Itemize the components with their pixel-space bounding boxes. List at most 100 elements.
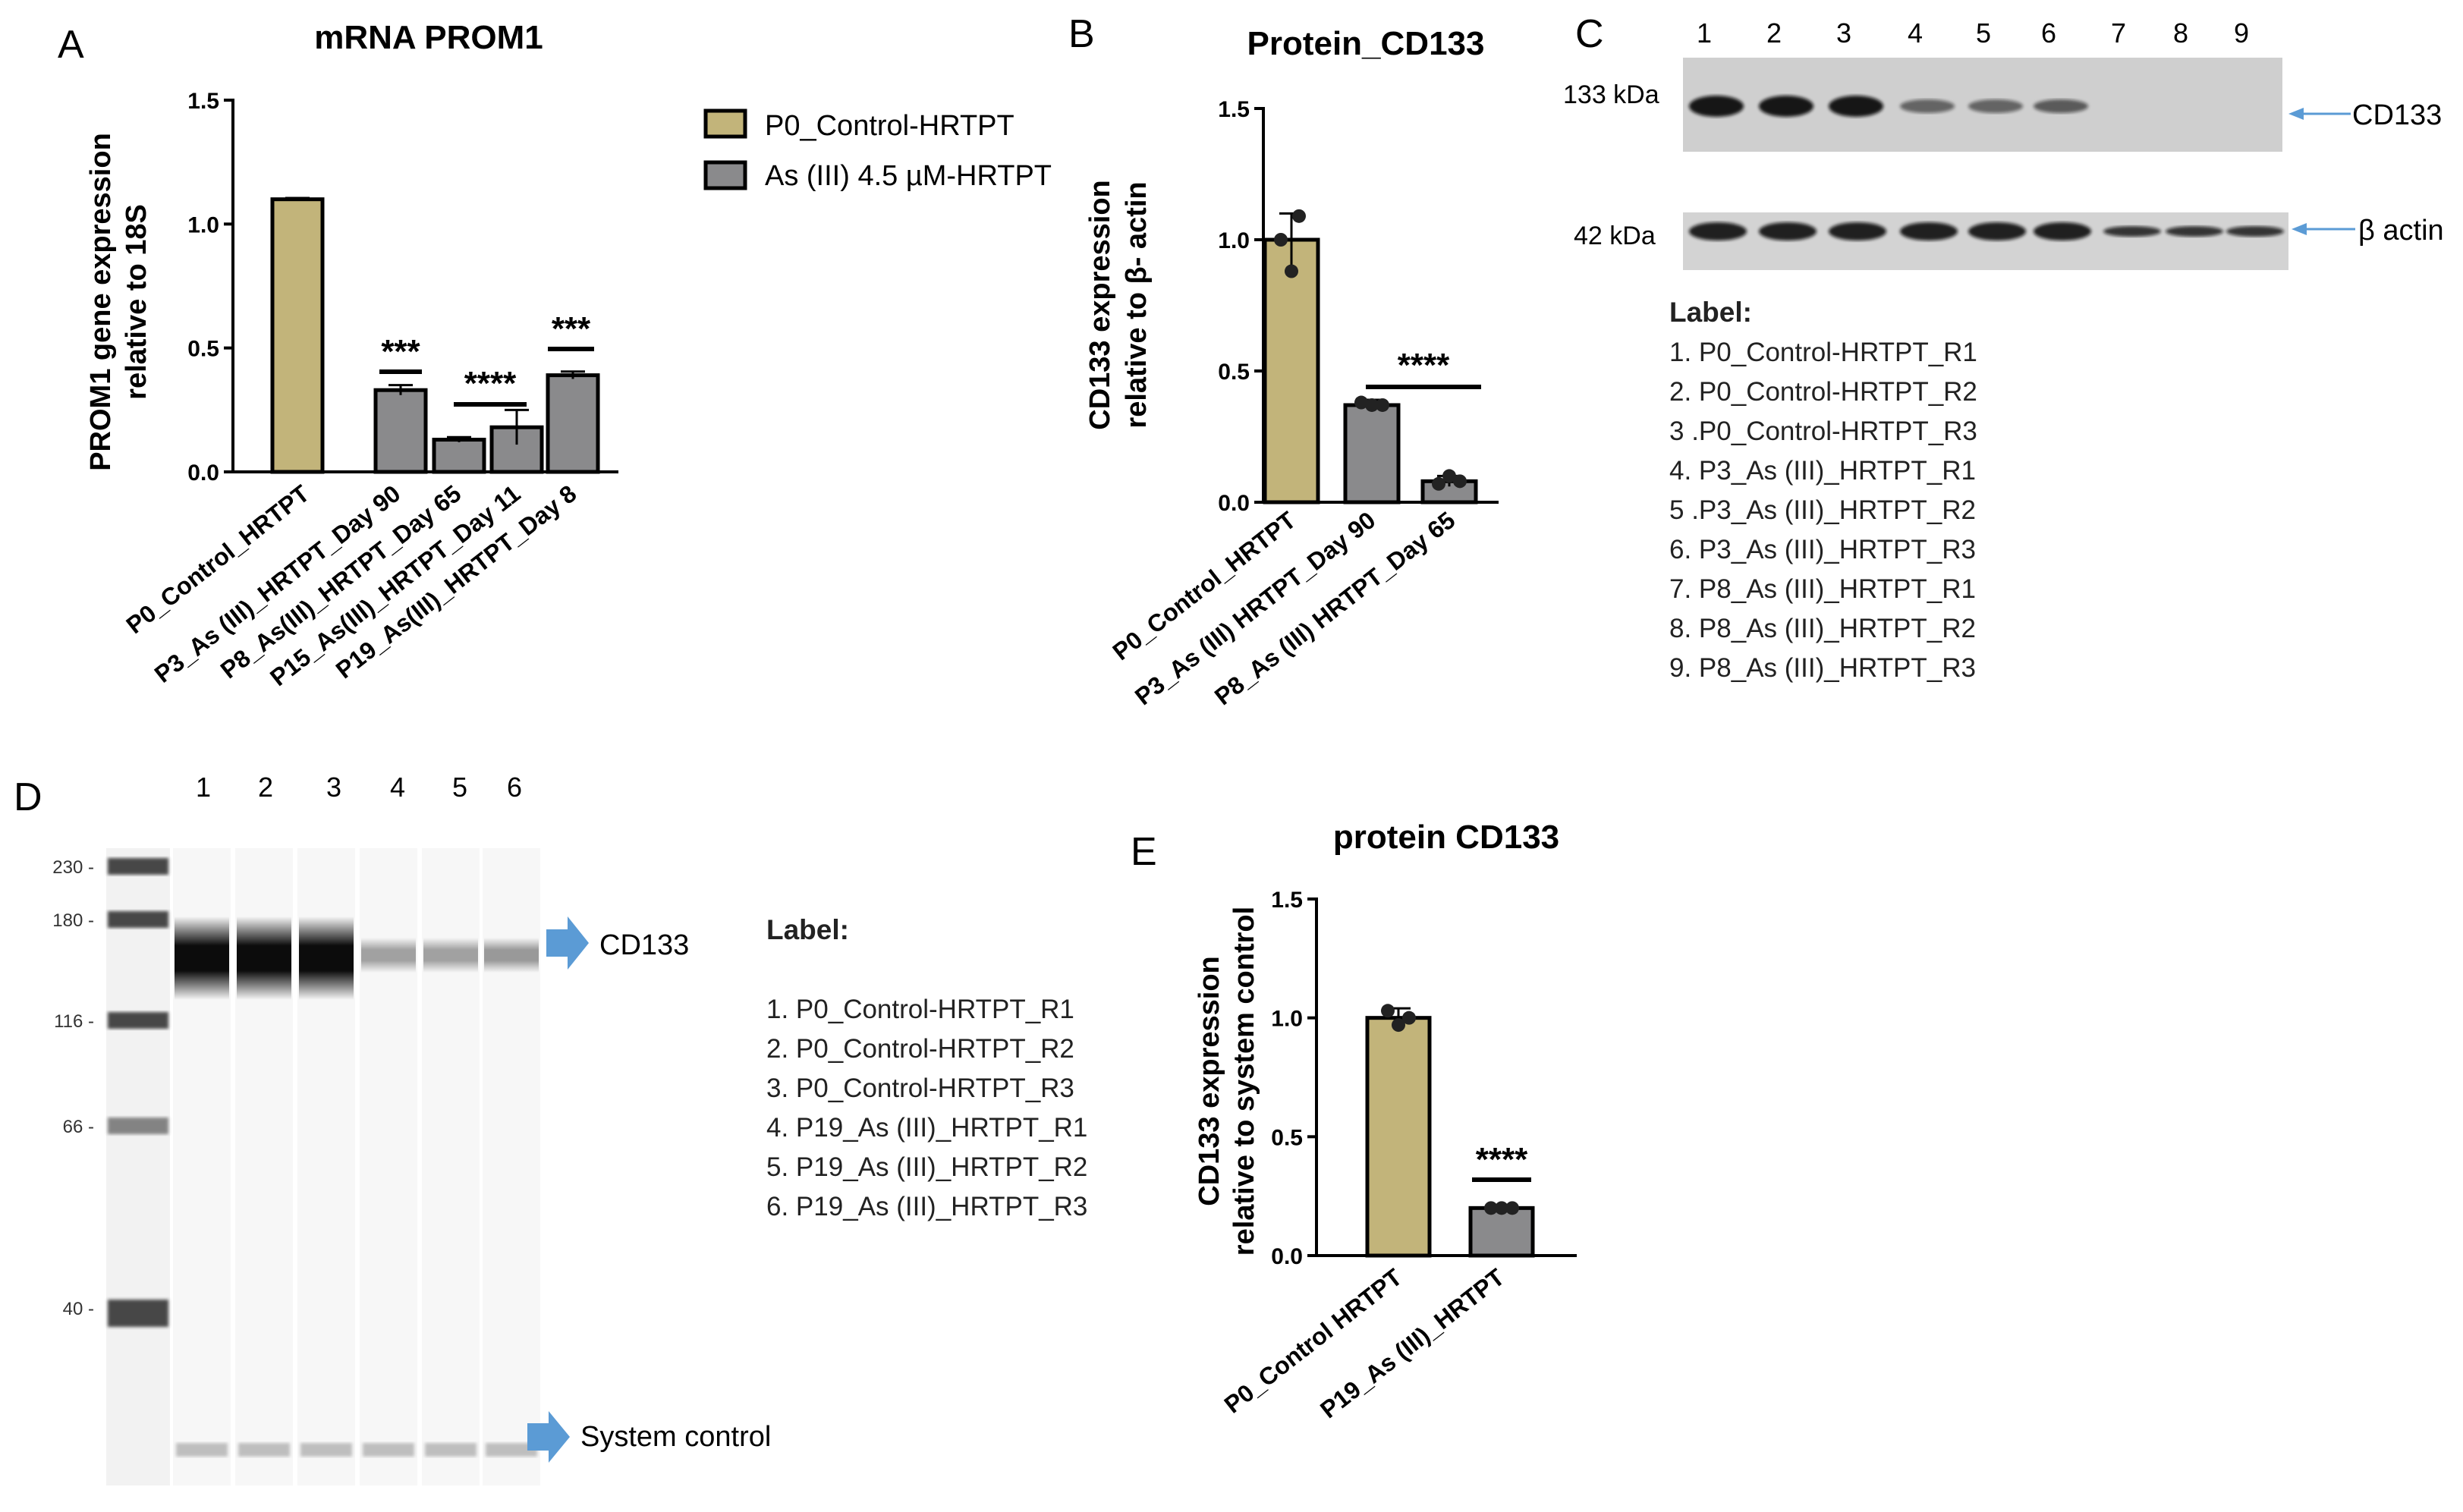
capillary-cd133-band — [237, 916, 291, 1000]
chart-a-bar — [270, 197, 325, 474]
western-lane-label: 3 .P0_Control-HRTPT_R3 — [1669, 417, 1977, 446]
western-lane-label: 9. P8_As (III)_HRTPT_R3 — [1669, 653, 1976, 683]
cd133-band — [1689, 96, 1744, 117]
chart-a-significance-label: *** — [381, 333, 420, 370]
chart-b-ytick-label: 1.0 — [1218, 228, 1250, 253]
western-lane-number: 8 — [2173, 17, 2188, 49]
western-lane-number: 6 — [2041, 17, 2056, 49]
legend-label-control: P0_Control-HRTPT — [765, 110, 1014, 142]
chart-a-xtick-label: P8_As(III)_HRTPT_Day 65 — [215, 479, 466, 684]
cd133-band — [1900, 99, 1955, 113]
western-lane-number: 4 — [1908, 17, 1923, 49]
capillary-cd133-band — [299, 916, 354, 1000]
chart-e-ytick-label: 0.0 — [1271, 1244, 1303, 1269]
mw-marker-label: 230 - — [52, 857, 94, 878]
western-lane-label: 1. P0_Control-HRTPT_R1 — [1669, 338, 1977, 367]
band-label-actin: β actin — [2358, 215, 2444, 247]
cd133-band — [2034, 99, 2088, 113]
chart-a-significance-label: **** — [464, 365, 517, 402]
cd133-band — [1968, 99, 2023, 113]
actin-band — [1689, 222, 1747, 240]
chart-e-ytick-label: 0.5 — [1271, 1125, 1303, 1150]
chart-e-xtick-label: P19_As (III)_HRTPT — [1315, 1263, 1510, 1423]
capillary-lane-number: 3 — [326, 772, 341, 803]
panel-letter-e: E — [1131, 830, 1157, 874]
chart-e-title: protein CD133 — [1333, 819, 1559, 856]
chart-e-ylabel-line1: CD133 expression — [1194, 956, 1225, 1206]
chart-e-xtick-label: P0_Control HRTPT — [1219, 1263, 1408, 1419]
capillary-system-band — [300, 1443, 352, 1457]
mw-marker-label: 66 - — [63, 1117, 94, 1137]
chart-e-ytick-label: 1.5 — [1271, 888, 1303, 913]
western-label-title: Label: — [1669, 297, 1752, 328]
chart-b-ytick-label: 0.5 — [1218, 360, 1250, 385]
actin-band — [2226, 226, 2284, 237]
capillary-lane-label: 4. P19_As (III)_HRTPT_R1 — [766, 1113, 1087, 1143]
chart-a-ytick-label: 0.5 — [187, 337, 219, 362]
capillary-cd133-band — [484, 938, 539, 973]
capillary-lane-number: 4 — [390, 772, 405, 803]
western-lane-label: 4. P3_As (III)_HRTPT_R1 — [1669, 456, 1976, 486]
chart-a-bar — [546, 373, 600, 474]
chart-b-data-point — [1376, 398, 1389, 412]
chart-a-ylabel-line1: PROM1 gene expression — [85, 133, 117, 471]
mw-marker-label: 180 - — [52, 910, 94, 931]
capillary-cd133-band — [361, 938, 416, 973]
mw-marker-label: 116 - — [54, 1011, 94, 1032]
chart-e-data-point — [1505, 1201, 1519, 1215]
chart-a-significance-label: *** — [552, 310, 591, 347]
chart-a-ytick-label: 1.0 — [187, 212, 219, 237]
actin-band — [2166, 226, 2223, 237]
actin-band — [1759, 222, 1817, 240]
blot-strip-actin — [1683, 212, 2288, 270]
western-lane-number: 9 — [2234, 17, 2249, 49]
chart-e-bar — [1365, 1016, 1432, 1258]
capillary-lane-number: 2 — [258, 772, 273, 803]
capillary-lane-number: 1 — [196, 772, 211, 803]
arrow-cd133-capillary-icon — [546, 916, 589, 970]
panel-letter-a: A — [58, 23, 84, 67]
chart-b-bar — [1263, 237, 1320, 505]
panel-letter-b: B — [1068, 12, 1095, 56]
legend-label-treated: As (III) 4.5 µM-HRTPT — [765, 160, 1052, 192]
ladder-band — [108, 911, 168, 928]
mw-marker-label: 40 - — [63, 1299, 94, 1319]
chart-b-title: Protein_CD133 — [1247, 25, 1484, 62]
chart-a-ytick-label: 1.5 — [187, 89, 219, 114]
western-lane-label: 6. P3_As (III)_HRTPT_R3 — [1669, 535, 1976, 564]
chart-b-protein-cd133: Protein_CD133 CD133 expression relative … — [1084, 25, 1499, 710]
cd133-band — [1829, 96, 1883, 117]
chart-b-data-point — [1274, 233, 1288, 247]
chart-a-ylabel-line2: relative to 18S — [121, 204, 153, 400]
chart-b-data-point — [1442, 469, 1456, 483]
actin-band — [1829, 222, 1886, 240]
band-label-cd133: CD133 — [2352, 99, 2442, 131]
western-lane-number: 1 — [1697, 17, 1712, 49]
chart-b-bar — [1343, 403, 1401, 505]
ladder-band — [108, 858, 168, 875]
chart-e-ytick-label: 1.0 — [1271, 1007, 1303, 1032]
chart-b-ytick-label: 0.0 — [1218, 491, 1250, 516]
legend-swatch-treated — [703, 160, 747, 190]
actin-band — [2034, 222, 2091, 240]
capillary-lane-number: 5 — [452, 772, 467, 803]
chart-e-data-point — [1495, 1201, 1508, 1215]
capillary-system-band — [363, 1443, 414, 1457]
chart-a-xtick-label: P15_As(III)_HRTPT_Day 11 — [265, 479, 525, 691]
chart-e-protein-cd133: protein CD133 CD133 expression relative … — [1194, 819, 1577, 1423]
western-lane-label: 5 .P3_As (III)_HRTPT_R2 — [1669, 495, 1976, 525]
actin-band — [2103, 226, 2161, 237]
band-label-cd133-capillary: CD133 — [599, 929, 689, 961]
chart-e-significance-label: **** — [1476, 1141, 1528, 1178]
ladder-band — [108, 1117, 168, 1134]
chart-b-data-point — [1292, 209, 1306, 223]
capillary-system-band — [425, 1443, 477, 1457]
chart-b-data-point — [1365, 398, 1379, 412]
actin-band — [1900, 222, 1958, 240]
panel-letter-c: C — [1575, 12, 1604, 56]
chart-b-data-point — [1432, 476, 1445, 491]
arrow-actin-icon — [2292, 223, 2307, 235]
arrow-cd133-icon — [2288, 108, 2304, 120]
chart-a-title: mRNA PROM1 — [314, 19, 543, 56]
cd133-band — [1759, 96, 1813, 117]
